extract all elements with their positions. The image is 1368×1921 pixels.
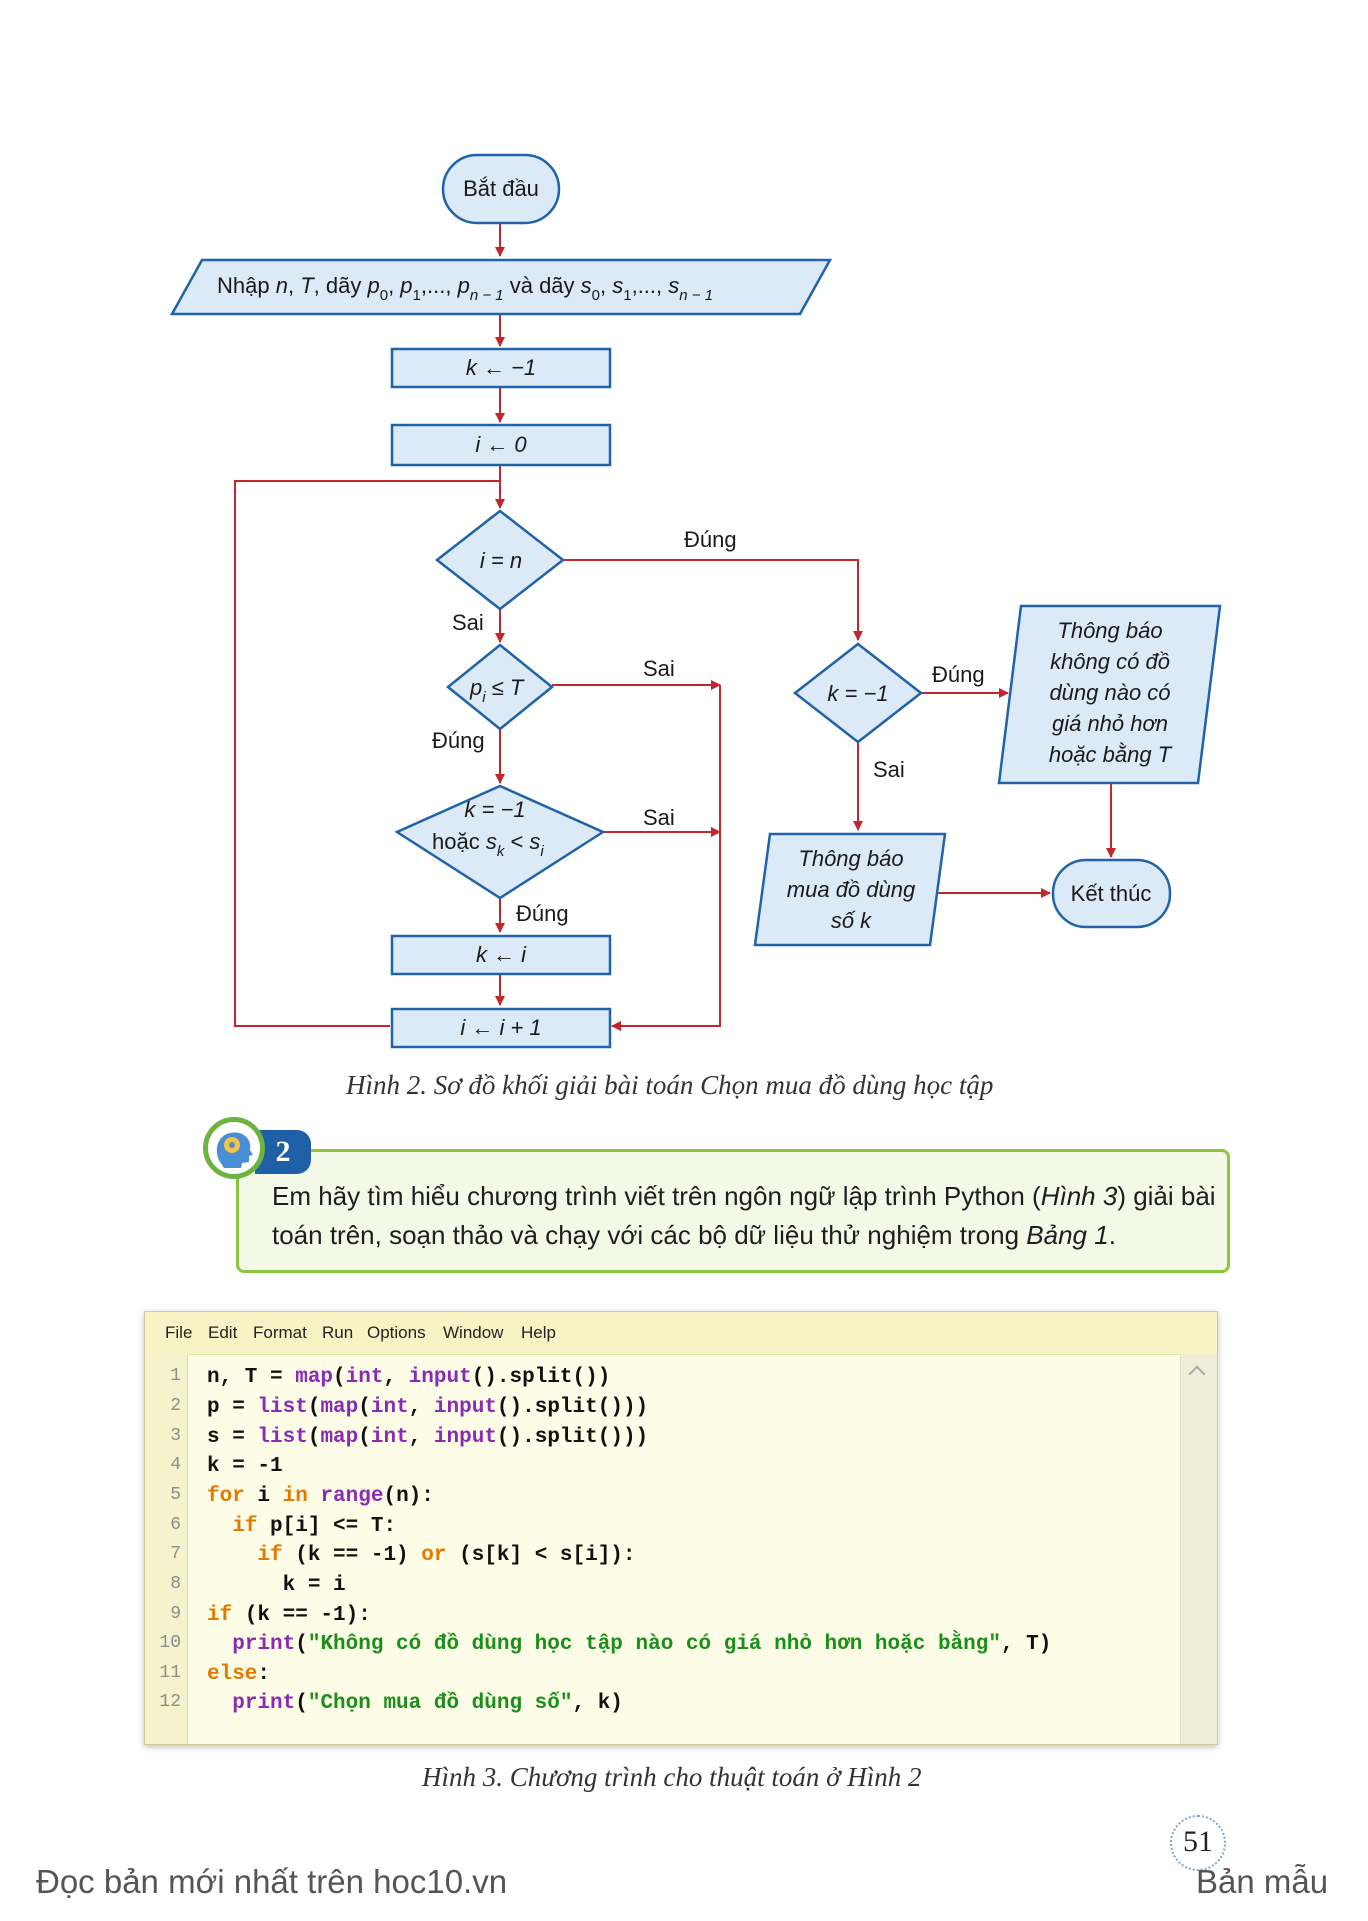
msg-none-line5: hoặc bằng T	[1049, 742, 1173, 767]
end-terminal	[1051, 858, 1172, 929]
k-init-box	[390, 347, 612, 389]
decision-k-or-s	[394, 784, 606, 900]
line-number-gutter: 1 2 3 4 5 6 7 8 9 10 11 12	[145, 1354, 188, 1744]
msg-choose-line1: Thông báo	[798, 846, 903, 871]
cond-k-eq-minus1-label: k = −1	[827, 681, 888, 706]
label-true-k-eq-minus1: Đúng	[932, 662, 985, 687]
line-number: 7	[170, 1544, 181, 1564]
msg-choose-line2: mua đồ dùng	[787, 877, 916, 902]
msg-none-line2: không có đồ	[1050, 649, 1170, 674]
head-gear-icon	[203, 1117, 265, 1179]
cond-k-or-s-line2: hoặc sk < si	[432, 829, 544, 860]
menu-format[interactable]: Format	[253, 1323, 307, 1342]
menu-run[interactable]: Run	[322, 1323, 354, 1342]
flow-connectors	[234, 224, 1116, 1031]
code-editor-window: File Edit Format Run Options Window Help…	[144, 1311, 1218, 1745]
menu-bar: File Edit Format Run Options Window Help	[145, 1312, 1217, 1355]
line-number: 10	[159, 1633, 181, 1653]
output-choose-parallelogram	[753, 832, 947, 947]
label-true-i-eq-n: Đúng	[684, 527, 737, 552]
i-increment-label: i ← i + 1	[460, 1015, 541, 1040]
code-line: if p[i] <= T:	[232, 1515, 397, 1538]
label-true-k-or-s: Đúng	[516, 901, 569, 926]
flowchart: Bắt đầu Nhập n, T, dãy p0, p1,..., pn − …	[169, 153, 1222, 1049]
code-line: s = list(map(int, input().split()))	[207, 1426, 649, 1449]
line-number: 4	[170, 1455, 181, 1475]
end-label: Kết thúc	[1071, 881, 1152, 906]
code-line: k = i	[207, 1574, 346, 1597]
line-number: 12	[159, 1692, 181, 1712]
line-number: 5	[170, 1485, 181, 1505]
cond-p-le-T-label: pi ≤ T	[469, 675, 525, 706]
line-number: 1	[170, 1366, 181, 1386]
code-line: print("Không có đồ dùng học tập nào có g…	[232, 1633, 1052, 1656]
line-number: 11	[159, 1663, 181, 1683]
code-line: if (k == -1):	[207, 1604, 371, 1627]
page-number: 51	[1170, 1815, 1226, 1871]
i-init-box	[390, 423, 612, 467]
code-line: n, T = map(int, input().split())	[207, 1366, 611, 1389]
activity-text: Em hãy tìm hiểu chương trình viết trên n…	[272, 1181, 1216, 1250]
output-none-parallelogram	[997, 604, 1222, 785]
line-number: 3	[170, 1426, 181, 1446]
footer-link-text: Đọc bản mới nhất trên hoc10.vn	[36, 1863, 508, 1900]
start-terminal	[441, 153, 561, 225]
cond-i-eq-n-label: i = n	[480, 548, 522, 573]
vertical-scrollbar[interactable]	[1180, 1354, 1217, 1744]
menu-window[interactable]: Window	[443, 1323, 504, 1342]
line-number: 6	[170, 1515, 181, 1535]
label-true-p-le-T: Đúng	[432, 728, 485, 753]
code-line: for i in range(n):	[207, 1485, 434, 1508]
cond-k-or-s-line1: k = −1	[464, 797, 525, 822]
start-label: Bắt đầu	[463, 176, 539, 201]
activity-box	[236, 1149, 1230, 1273]
menu-options[interactable]: Options	[367, 1323, 426, 1342]
decision-k-eq-minus1	[792, 642, 924, 744]
msg-none-line1: Thông báo	[1057, 618, 1162, 643]
line-number: 9	[170, 1604, 181, 1624]
input-label: Nhập n, T, dãy p0, p1,..., pn − 1 và dãy…	[217, 273, 713, 304]
decision-i-eq-n	[434, 509, 566, 611]
code-line: p = list(map(int, input().split()))	[207, 1396, 649, 1419]
footer-watermark-text: Bản mẫu	[1196, 1863, 1329, 1900]
label-false-p-le-T: Sai	[643, 656, 675, 681]
code-line: if (k == -1) or (s[k] < s[i]):	[257, 1544, 636, 1567]
scroll-up-icon[interactable]	[1188, 1365, 1206, 1383]
decision-p-le-T	[446, 643, 554, 731]
label-false-i-eq-n: Sai	[452, 610, 484, 635]
msg-none-line4: giá nhỏ hơn	[1052, 711, 1168, 736]
menu-help[interactable]: Help	[521, 1323, 556, 1342]
figure3-caption: Hình 3. Chương trình cho thuật toán ở Hì…	[422, 1762, 922, 1792]
menu-file[interactable]: File	[165, 1323, 193, 1342]
line-number: 8	[170, 1574, 181, 1594]
code-line: print("Chọn mua đồ dùng số", k)	[232, 1692, 623, 1715]
input-parallelogram	[169, 258, 833, 316]
msg-choose-line3: số k	[831, 908, 872, 933]
figure2-caption: Hình 2. Sơ đồ khối giải bài toán Chọn mu…	[346, 1070, 994, 1100]
code-line: k = -1	[207, 1455, 283, 1478]
menu-edit[interactable]: Edit	[208, 1323, 238, 1342]
k-assign-box	[390, 934, 612, 976]
line-number: 2	[170, 1396, 181, 1416]
code-line: else:	[207, 1663, 271, 1686]
label-false-k-or-s: Sai	[643, 805, 675, 830]
i-init-label: i ← 0	[475, 432, 527, 457]
k-assign-label: k ← i	[476, 942, 527, 967]
label-false-k-eq-minus1: Sai	[873, 757, 905, 782]
msg-none-line3: dùng nào có	[1049, 680, 1170, 705]
i-increment-box	[390, 1007, 612, 1049]
k-init-label: k ← −1	[466, 355, 536, 380]
